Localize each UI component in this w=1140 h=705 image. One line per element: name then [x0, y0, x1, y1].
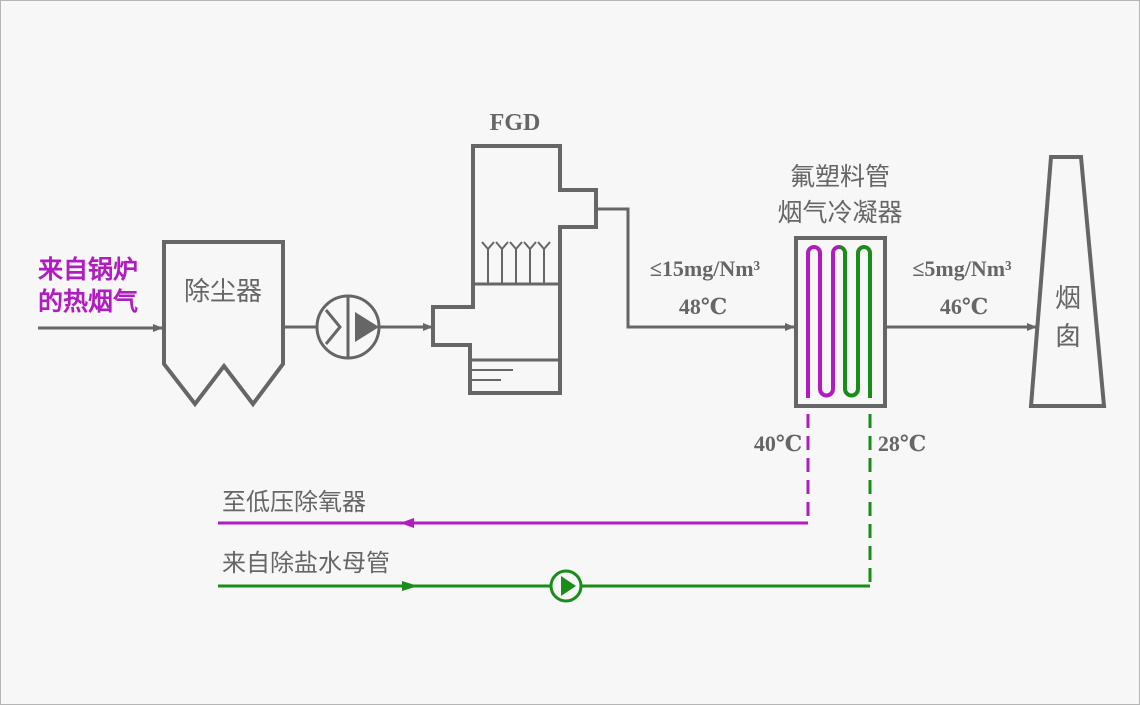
fgd-tower-icon — [431, 144, 598, 395]
fgd-to-condenser-line — [596, 207, 795, 331]
dust-collector-icon — [162, 240, 285, 408]
fgd-label: FGD — [490, 110, 541, 136]
condenser-outlet-temperature: 46℃ — [940, 294, 988, 319]
dust-collector-label: 除尘器 — [184, 277, 262, 306]
induced-draft-fan-icon — [315, 294, 381, 360]
inlet-label-line2: 的热烟气 — [38, 287, 138, 316]
water-pump-icon — [549, 569, 583, 603]
fgd-outlet-temperature: 48℃ — [679, 294, 727, 319]
water-inlet-temperature: 28℃ — [878, 431, 926, 456]
inlet-label-line1: 来自锅炉 — [38, 256, 138, 284]
condenser-label-line1: 氟塑料管 — [790, 163, 890, 191]
water-outlet-arrow-icon — [400, 518, 414, 528]
water-inlet-source: 来自除盐水母管 — [222, 550, 390, 577]
condenser-box — [794, 236, 887, 408]
water-inlet-arrow-icon — [402, 581, 418, 591]
condenser-coil-icon — [806, 245, 872, 398]
chimney-label-line2: 囱 — [1055, 322, 1081, 351]
water-outlet-temperature: 40℃ — [754, 431, 802, 456]
condenser-outlet-emission: ≤5mg/Nm³ — [912, 256, 1012, 281]
fgd-outlet-emission: ≤15mg/Nm³ — [650, 256, 761, 281]
condenser-label-line2: 烟气冷凝器 — [777, 199, 902, 227]
water-outlet-destination: 至低压除氧器 — [222, 489, 366, 516]
chimney-icon — [1028, 155, 1107, 408]
chimney-label-line1: 烟 — [1055, 284, 1081, 313]
spray-nozzles-icon — [481, 241, 551, 284]
